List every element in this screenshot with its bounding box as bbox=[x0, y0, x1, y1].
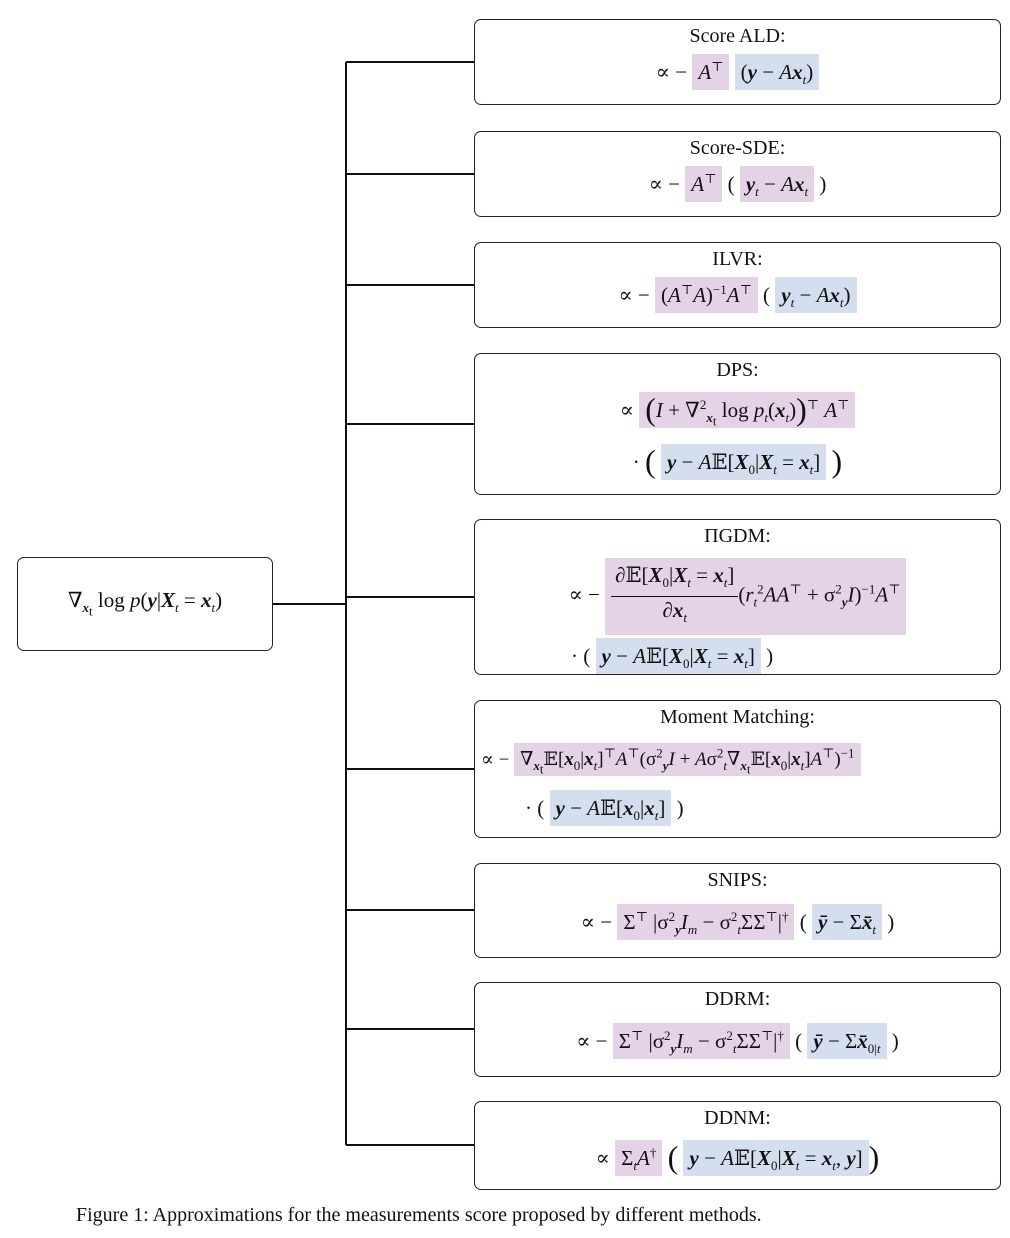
pink-term: (I + ∇2xt log pt(xt))⊤ A⊤ bbox=[639, 392, 856, 429]
blue-term: ȳ − Σx̄t bbox=[811, 904, 882, 940]
formula-line-1: ∝ (I + ∇2xt log pt(xt))⊤ A⊤ bbox=[475, 390, 1000, 437]
root-node: ∇xt log p(y|Xt = xt) bbox=[17, 557, 273, 651]
formula: ∝ − (A⊤A)−1A⊤ ( yt − Axt) bbox=[475, 275, 1000, 318]
method-name: DDNM: bbox=[704, 1107, 771, 1129]
blue-term: y − A𝔼[x0|xt] bbox=[549, 789, 672, 826]
formula: ∝ − Σ⊤ |σ2yIm − σ2tΣΣ⊤|† ( ȳ − Σx̄0|t ) bbox=[475, 1021, 1000, 1064]
method-name: DDRM: bbox=[704, 988, 771, 1010]
method-moment-matching: Moment Matching: ∝ − ∇xt𝔼[x0|xt]⊤A⊤(σ2yI… bbox=[474, 700, 1001, 838]
method-dps: DPS: ∝ (I + ∇2xt log pt(xt))⊤ A⊤ · ( y −… bbox=[474, 353, 1001, 495]
blue-term: yt − Axt) bbox=[775, 277, 857, 313]
formula-line-2: · ( y − A𝔼[x0|xt] ) bbox=[475, 789, 1000, 831]
method-name: Score-SDE: bbox=[689, 137, 786, 159]
formula: ∝ − A⊤ ( yt − Axt ) bbox=[475, 164, 1000, 207]
root-formula: ∇xt log p(y|Xt = xt) bbox=[67, 588, 223, 619]
method-snips: SNIPS: ∝ − Σ⊤ |σ2yIm − σ2tΣΣ⊤|† ( ȳ − Σx… bbox=[474, 863, 1001, 958]
formula-line-2: · ( y − A𝔼[X0|Xt = xt] ) bbox=[632, 442, 843, 480]
pink-term: Σ⊤ |σ2yIm − σ2tΣΣ⊤|† bbox=[617, 904, 795, 940]
formula-line-1: ∝ − ∂𝔼[X0|Xt = xt]∂xt(rt2AA⊤ + σ2yI)−1A⊤ bbox=[475, 558, 1000, 636]
method-name: Moment Matching: bbox=[660, 706, 815, 728]
method-name: SNIPS: bbox=[707, 869, 768, 891]
blue-term: ȳ − Σx̄0|t bbox=[807, 1023, 887, 1059]
method-name: ILVR: bbox=[712, 248, 763, 270]
blue-term: y − A𝔼[X0|Xt = xt] bbox=[660, 443, 827, 480]
method-ddrm: DDRM: ∝ − Σ⊤ |σ2yIm − σ2tΣΣ⊤|† ( ȳ − Σx̄… bbox=[474, 982, 1001, 1077]
method-ddnm: DDNM: ∝ ΣtA† ( y − A𝔼[X0|Xt = xt, y]) bbox=[474, 1101, 1001, 1190]
formula-line-2: · ( y − A𝔼[X0|Xt = xt] ) bbox=[475, 638, 1000, 679]
pink-term: ΣtA† bbox=[615, 1140, 663, 1176]
method-name: Score ALD: bbox=[689, 25, 786, 47]
figure-caption: Figure 1: Approximations for the measure… bbox=[76, 1204, 762, 1226]
pink-term: yt − Axt bbox=[739, 166, 815, 202]
method-name: DPS: bbox=[716, 359, 759, 381]
pink-term: ∂𝔼[X0|Xt = xt]∂xt(rt2AA⊤ + σ2yI)−1A⊤ bbox=[605, 558, 907, 636]
method-name: ΠGDM: bbox=[704, 525, 771, 547]
formula: ∝ ΣtA† ( y − A𝔼[X0|Xt = xt, y]) bbox=[595, 1139, 880, 1176]
pink-term: Σ⊤ |σ2yIm − σ2tΣΣ⊤|† bbox=[612, 1023, 790, 1059]
method-ilvr: ILVR: ∝ − (A⊤A)−1A⊤ ( yt − Axt) bbox=[474, 242, 1001, 328]
pink-term: A⊤ bbox=[692, 54, 730, 90]
blue-term: y − A𝔼[X0|Xt = xt, y] bbox=[683, 1140, 869, 1176]
formula: ∝ − Σ⊤ |σ2yIm − σ2tΣΣ⊤|† ( ȳ − Σx̄t ) bbox=[475, 902, 1000, 945]
method-pigdm: ΠGDM: ∝ − ∂𝔼[X0|Xt = xt]∂xt(rt2AA⊤ + σ2y… bbox=[474, 519, 1001, 675]
method-score-ald: Score ALD: ∝ − A⊤ (y − Axt) bbox=[474, 19, 1001, 105]
formula-line-1: ∝ − ∇xt𝔼[x0|xt]⊤A⊤(σ2yI + Aσ2t∇xt𝔼[x0|xt… bbox=[475, 739, 1000, 785]
pink-term: (A⊤A)−1A⊤ bbox=[655, 277, 758, 313]
blue-term: (y − Axt) bbox=[734, 54, 820, 90]
formula: ∝ − A⊤ (y − Axt) bbox=[475, 52, 1000, 95]
blue-term: y − A𝔼[X0|Xt = xt] bbox=[595, 638, 761, 675]
pink-term: ∇xt𝔼[x0|xt]⊤A⊤(σ2yI + Aσ2t∇xt𝔼[x0|xt]A⊤)… bbox=[514, 743, 861, 777]
pink-term: A⊤ bbox=[685, 166, 723, 202]
method-score-sde: Score-SDE: ∝ − A⊤ ( yt − Axt ) bbox=[474, 131, 1001, 217]
